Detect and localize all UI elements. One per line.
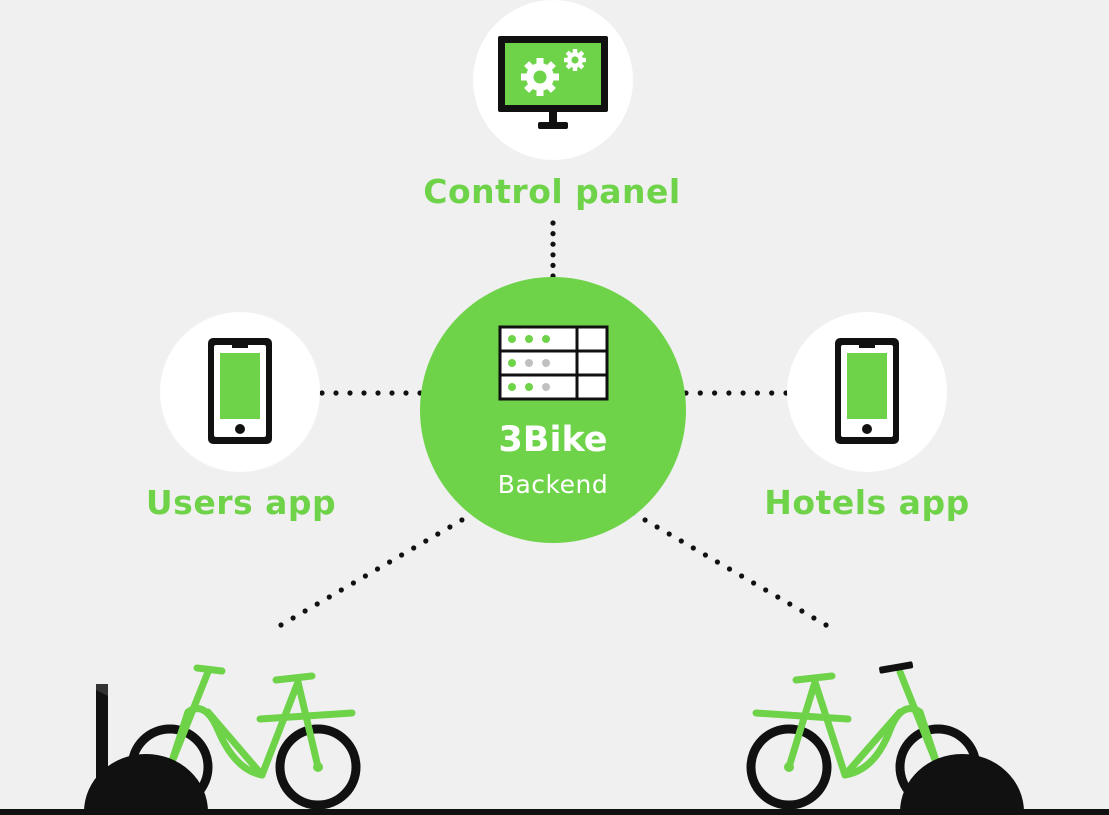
connector-dot (375, 390, 381, 396)
docking-station-icon (900, 754, 1024, 812)
ground-line (0, 809, 1109, 815)
connector-dot (739, 573, 745, 579)
connector-dot (459, 517, 465, 523)
connector-dot (338, 587, 344, 593)
connector-dot (690, 545, 696, 551)
connector-dot (550, 231, 556, 237)
connector-dot (362, 573, 368, 579)
connector-dot (387, 559, 393, 565)
connector-dot (666, 531, 672, 537)
connector-dot (726, 390, 732, 396)
hotels-app-label: Hotels app (764, 483, 970, 522)
connector-dot (347, 390, 353, 396)
connector-dot (740, 390, 746, 396)
connector-dot (714, 559, 721, 565)
connector-hotels (683, 390, 789, 396)
users-app-node[interactable] (160, 312, 320, 472)
connector-dot (787, 601, 793, 607)
hotels-app-node[interactable] (787, 312, 947, 472)
connector-dot (389, 390, 395, 396)
bike-left[interactable] (84, 664, 361, 812)
hub-title: 3Bike (498, 420, 608, 460)
connector-control (550, 220, 556, 279)
monitor-gears-icon (498, 36, 608, 129)
connector-dot (319, 390, 325, 396)
connector-dot (726, 566, 733, 572)
connector-dot (361, 390, 367, 396)
connector-dot (550, 252, 556, 258)
connector-dot (799, 608, 805, 614)
connector-dot (769, 390, 775, 396)
connector-dot (702, 552, 709, 558)
bike-right[interactable] (746, 661, 1024, 812)
connector-dot (399, 552, 405, 558)
connector-dot (550, 241, 556, 247)
docking-station-icon (84, 684, 208, 812)
connector-dot (411, 545, 417, 551)
smartphone-icon (835, 338, 899, 444)
smartphone-icon (208, 338, 272, 444)
connector-bike-left (278, 510, 477, 628)
control-panel-label: Control panel (423, 172, 681, 211)
connector-dot (403, 390, 409, 396)
connector-dot (754, 390, 761, 396)
connector-dot (550, 220, 556, 226)
control-panel-node[interactable] (473, 0, 633, 160)
connector-bike-right (630, 510, 829, 628)
connector-dot (678, 538, 684, 544)
backend-hub[interactable] (420, 277, 686, 543)
hub-subtitle: Backend (497, 470, 609, 499)
connector-dot (314, 601, 320, 607)
connector-dot (811, 615, 817, 621)
users-app-label: Users app (145, 483, 337, 522)
connector-dot (751, 580, 757, 586)
connector-dot (333, 390, 339, 396)
connector-dot (712, 390, 718, 396)
connector-dot (775, 594, 781, 600)
connector-dot (350, 580, 356, 586)
connector-dot (278, 622, 284, 628)
server-rack-icon (498, 325, 609, 401)
bicycle-icon (127, 664, 361, 810)
connector-dot (823, 622, 829, 628)
connector-dot (763, 587, 769, 593)
connector-dot (550, 262, 556, 268)
connector-dot (374, 566, 381, 572)
connector-dot (697, 390, 703, 396)
connector-dot (302, 608, 308, 614)
connector-dot (423, 538, 429, 544)
connector-dot (435, 531, 441, 537)
connector-dot (447, 524, 453, 530)
connector-dot (642, 517, 648, 523)
connector-dot (654, 524, 660, 530)
connector-users (319, 390, 423, 396)
connector-dot (290, 615, 296, 621)
connector-dot (326, 594, 332, 600)
